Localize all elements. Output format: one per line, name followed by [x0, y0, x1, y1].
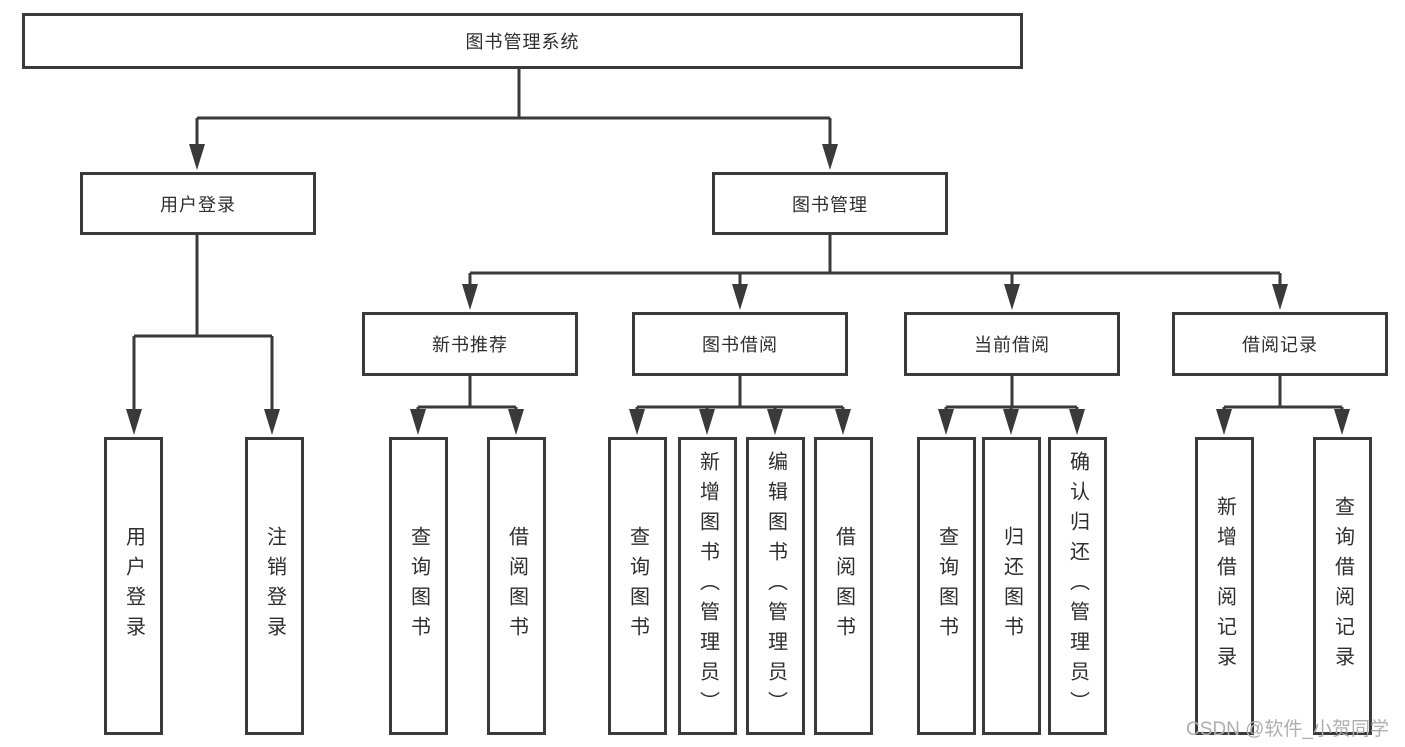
leaf-br-query-record-label: 查询借阅记录 [1331, 496, 1354, 676]
leaf-bb-borrow-books: 借阅图书 [814, 437, 873, 735]
leaf-bb-edit-books-admin: 编辑图书（管理员） [746, 437, 805, 735]
connector-user-login-children [132, 235, 274, 411]
node-borrow-records-label: 借阅记录 [1242, 335, 1318, 355]
leaf-nbr-borrow-books: 借阅图书 [487, 437, 546, 735]
leaf-cb-query-books-label: 查询图书 [935, 526, 958, 646]
leaf-nbr-query-books-label: 查询图书 [407, 526, 430, 646]
node-book-management-label: 图书管理 [792, 194, 868, 215]
node-system-root-label: 图书管理系统 [465, 32, 580, 52]
connector-book-borrow-children [635, 376, 845, 411]
leaf-cb-return-books: 归还图书 [982, 437, 1041, 735]
leaf-logout-label: 注销登录 [263, 526, 286, 646]
node-system-root: 图书管理系统 [22, 13, 1023, 69]
node-new-book-recommend: 新书推荐 [362, 312, 578, 376]
leaf-cb-confirm-return-admin-label: 确认归还（管理员） [1066, 451, 1089, 721]
leaf-user-login: 用户登录 [104, 437, 163, 735]
leaf-bb-add-books-admin-label: 新增图书（管理员） [696, 451, 719, 721]
leaf-cb-return-books-label: 归还图书 [1000, 526, 1023, 646]
watermark: CSDN @软件_小贺同学 [1186, 719, 1389, 740]
leaf-user-login-label: 用户登录 [122, 526, 145, 646]
leaf-br-add-record-label: 新增借阅记录 [1213, 496, 1236, 676]
node-user-login-label: 用户登录 [160, 194, 236, 215]
leaf-br-query-record: 查询借阅记录 [1313, 437, 1372, 735]
arrowheads [126, 144, 1350, 435]
node-current-borrow-label: 当前借阅 [974, 335, 1050, 355]
leaf-bb-query-books-label: 查询图书 [626, 526, 649, 646]
node-book-management: 图书管理 [712, 172, 948, 235]
connector-borrow-records-children [1222, 376, 1344, 411]
connector-new-book-children [416, 376, 518, 411]
leaf-bb-add-books-admin: 新增图书（管理员） [678, 437, 737, 735]
node-user-login: 用户登录 [80, 172, 316, 235]
leaf-bb-edit-books-admin-label: 编辑图书（管理员） [764, 451, 787, 721]
connector-book-mgmt-groups [468, 235, 1282, 286]
leaf-logout: 注销登录 [245, 437, 304, 735]
node-book-borrow-label: 图书借阅 [702, 335, 778, 355]
node-current-borrow: 当前借阅 [904, 312, 1120, 376]
node-book-borrow: 图书借阅 [632, 312, 848, 376]
node-new-book-recommend-label: 新书推荐 [432, 335, 508, 355]
leaf-bb-query-books: 查询图书 [608, 437, 667, 735]
leaf-nbr-query-books: 查询图书 [389, 437, 448, 735]
leaf-bb-borrow-books-label: 借阅图书 [832, 526, 855, 646]
leaf-cb-confirm-return-admin: 确认归还（管理员） [1048, 437, 1107, 735]
leaf-cb-query-books: 查询图书 [917, 437, 976, 735]
node-borrow-records: 借阅记录 [1172, 312, 1388, 376]
leaf-nbr-borrow-books-label: 借阅图书 [505, 526, 528, 646]
connector-current-borrow-children [944, 376, 1079, 411]
connector-root-branch [195, 69, 832, 146]
leaf-br-add-record: 新增借阅记录 [1195, 437, 1254, 735]
